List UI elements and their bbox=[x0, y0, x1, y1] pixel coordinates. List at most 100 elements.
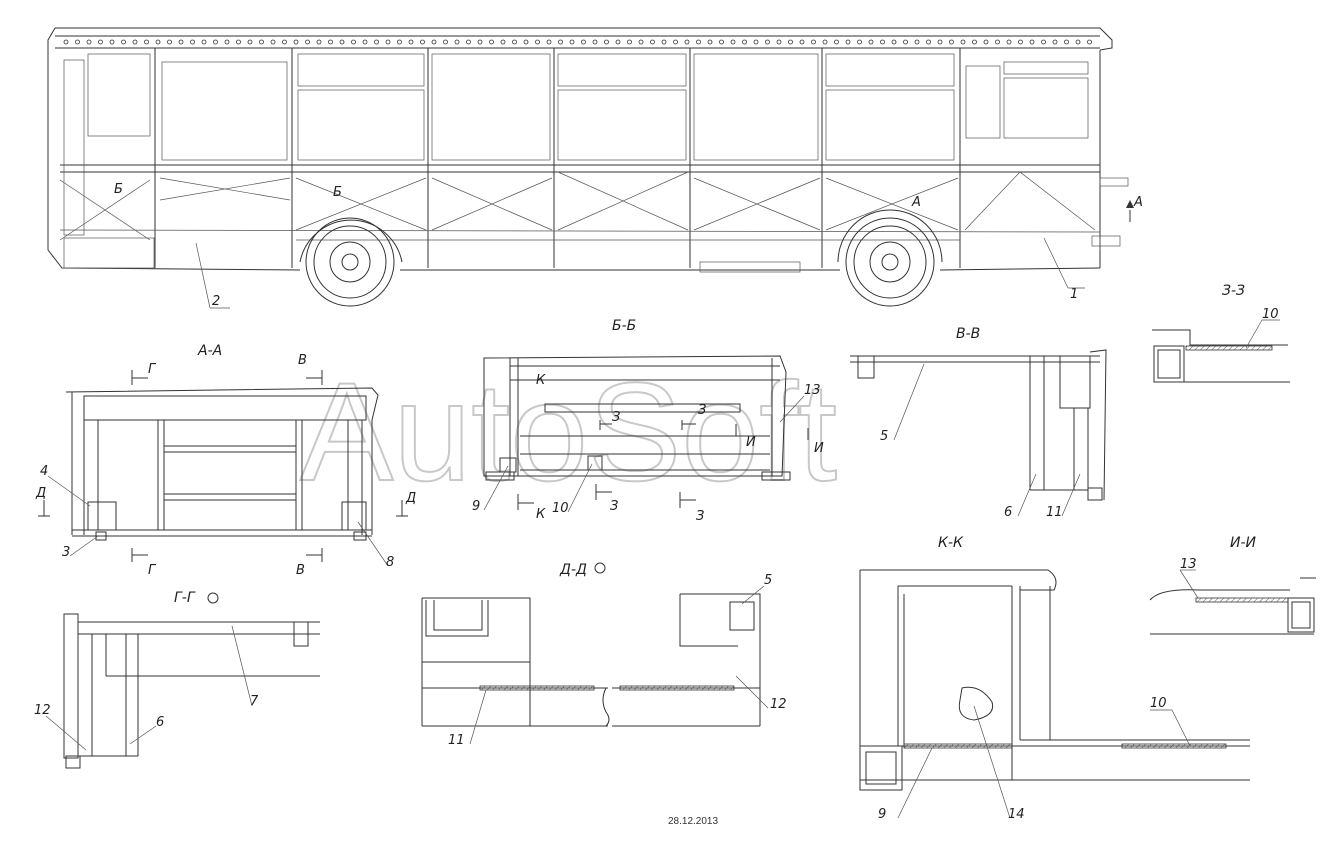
section-gg: Г-Г 7 12 6 bbox=[34, 590, 320, 769]
roof-rivet bbox=[1029, 39, 1035, 45]
roof-rivet bbox=[328, 39, 333, 45]
callout-3: 3 bbox=[62, 545, 70, 560]
roof-rivet bbox=[109, 39, 115, 45]
roof-rivet bbox=[1087, 39, 1092, 45]
roof-rivet bbox=[236, 39, 241, 45]
roof-rivet bbox=[914, 39, 920, 45]
roof-rivet bbox=[178, 39, 184, 45]
roof-rivets bbox=[63, 39, 1092, 45]
roof-rivet bbox=[661, 39, 667, 45]
cut-label-a-bus: А bbox=[1133, 195, 1143, 210]
roof-rivet bbox=[316, 39, 322, 45]
cut-label-z-bb-1: З bbox=[612, 410, 620, 425]
section-kk: К-К 9 14 10 bbox=[859, 535, 1250, 822]
roof-rivet bbox=[707, 39, 713, 45]
callout-11-vv: 11 bbox=[1046, 505, 1063, 520]
roof-rivet bbox=[983, 39, 989, 45]
roof-rivet bbox=[558, 39, 563, 45]
roof-rivet bbox=[799, 39, 805, 45]
roof-rivet bbox=[1041, 39, 1046, 45]
roof-rivet bbox=[535, 39, 540, 45]
roof-rivet bbox=[845, 39, 851, 45]
roof-rivet bbox=[684, 39, 690, 45]
roof-rivet bbox=[466, 39, 471, 45]
section-bb-title: Б-Б bbox=[612, 318, 636, 334]
roof-rivet bbox=[167, 39, 172, 45]
roof-rivet bbox=[408, 39, 414, 45]
roof-rivet bbox=[155, 39, 161, 45]
roof-rivet bbox=[650, 39, 655, 45]
section-dd: Д-Д 11 5 12 bbox=[421, 562, 787, 748]
section-kk-title: К-К bbox=[938, 535, 964, 551]
cut-label-b-bus-2: Б bbox=[333, 185, 342, 200]
callout-6-vv: 6 bbox=[1004, 505, 1012, 520]
roof-rivet bbox=[546, 39, 552, 45]
roof-rivet bbox=[857, 39, 862, 45]
roof-rivet bbox=[581, 39, 586, 45]
cut-label-a-bus-2: А bbox=[911, 195, 921, 210]
callout-7: 7 bbox=[250, 694, 259, 709]
callout-5-vv: 5 bbox=[880, 429, 888, 444]
roof-rivet bbox=[512, 39, 517, 45]
roof-rivet bbox=[339, 39, 345, 45]
cut-label-g-aa-top: Г bbox=[148, 362, 157, 377]
section-aa: А-А bbox=[35, 343, 416, 578]
roof-rivet bbox=[673, 39, 678, 45]
bus-side-view: А А Б Б 1 2 bbox=[47, 27, 1143, 309]
cut-label-d-aa-right: Д bbox=[405, 491, 416, 506]
roof-rivet bbox=[132, 39, 138, 45]
callout-9-bb: 9 bbox=[472, 499, 480, 514]
roof-rivet bbox=[972, 39, 977, 45]
cut-label-b-bus: Б bbox=[114, 182, 123, 197]
section-bb: Б-Б К К З З З bbox=[472, 318, 824, 524]
roof-rivet bbox=[523, 39, 529, 45]
roof-rivet bbox=[259, 39, 264, 45]
section-ii-title: И-И bbox=[1230, 535, 1257, 551]
callout-4: 4 bbox=[40, 464, 48, 479]
callout-12-dd: 12 bbox=[770, 697, 787, 712]
section-ii: И-И 13 bbox=[1149, 535, 1316, 635]
roof-rivet bbox=[995, 39, 1000, 45]
roof-rivet bbox=[949, 39, 954, 45]
cut-label-k-bb-top: К bbox=[536, 373, 546, 388]
roof-rivet bbox=[351, 39, 356, 45]
roof-rivet bbox=[431, 39, 437, 45]
callout-10-bb: 10 bbox=[552, 501, 569, 516]
roof-rivet bbox=[454, 39, 460, 45]
roof-rivet bbox=[719, 39, 724, 45]
roof-rivet bbox=[144, 39, 149, 45]
roof-rivet bbox=[362, 39, 368, 45]
section-zz-title: З-З bbox=[1222, 283, 1245, 299]
date-stamp: 28.12.2013 bbox=[668, 816, 718, 827]
roof-rivet bbox=[282, 39, 287, 45]
roof-rivet bbox=[489, 39, 494, 45]
roof-rivet bbox=[868, 39, 874, 45]
roof-rivet bbox=[190, 39, 195, 45]
cut-label-i-bb-2: И bbox=[814, 441, 824, 456]
callout-6-gg: 6 bbox=[156, 715, 164, 730]
callout-13-ii: 13 bbox=[1180, 557, 1197, 572]
roof-rivet bbox=[201, 39, 207, 45]
roof-rivet bbox=[121, 39, 126, 45]
cut-label-z-bb-4: З bbox=[696, 509, 704, 524]
callout-2: 2 bbox=[212, 294, 220, 309]
cut-label-z-bb-2: З bbox=[698, 403, 706, 418]
roof-rivet bbox=[776, 39, 782, 45]
roof-rivet bbox=[1052, 39, 1058, 45]
roof-rivet bbox=[98, 39, 103, 45]
section-gg-title: Г-Г bbox=[174, 590, 196, 606]
roof-rivet bbox=[305, 39, 310, 45]
section-dd-title: Д-Д bbox=[559, 562, 587, 578]
cut-label-k-bb-bottom: К bbox=[536, 507, 546, 522]
cut-label-g-aa-bottom: Г bbox=[148, 563, 157, 578]
roof-rivet bbox=[247, 39, 253, 45]
cut-label-v-aa-bottom: В bbox=[296, 563, 305, 578]
roof-rivet bbox=[1018, 39, 1023, 45]
section-vv-title: В-В bbox=[956, 326, 980, 342]
roof-rivet bbox=[604, 39, 609, 45]
callout-9-kk: 9 bbox=[878, 807, 886, 822]
roof-rivet bbox=[75, 39, 80, 45]
callout-14: 14 bbox=[1008, 807, 1025, 822]
roof-rivet bbox=[86, 39, 92, 45]
